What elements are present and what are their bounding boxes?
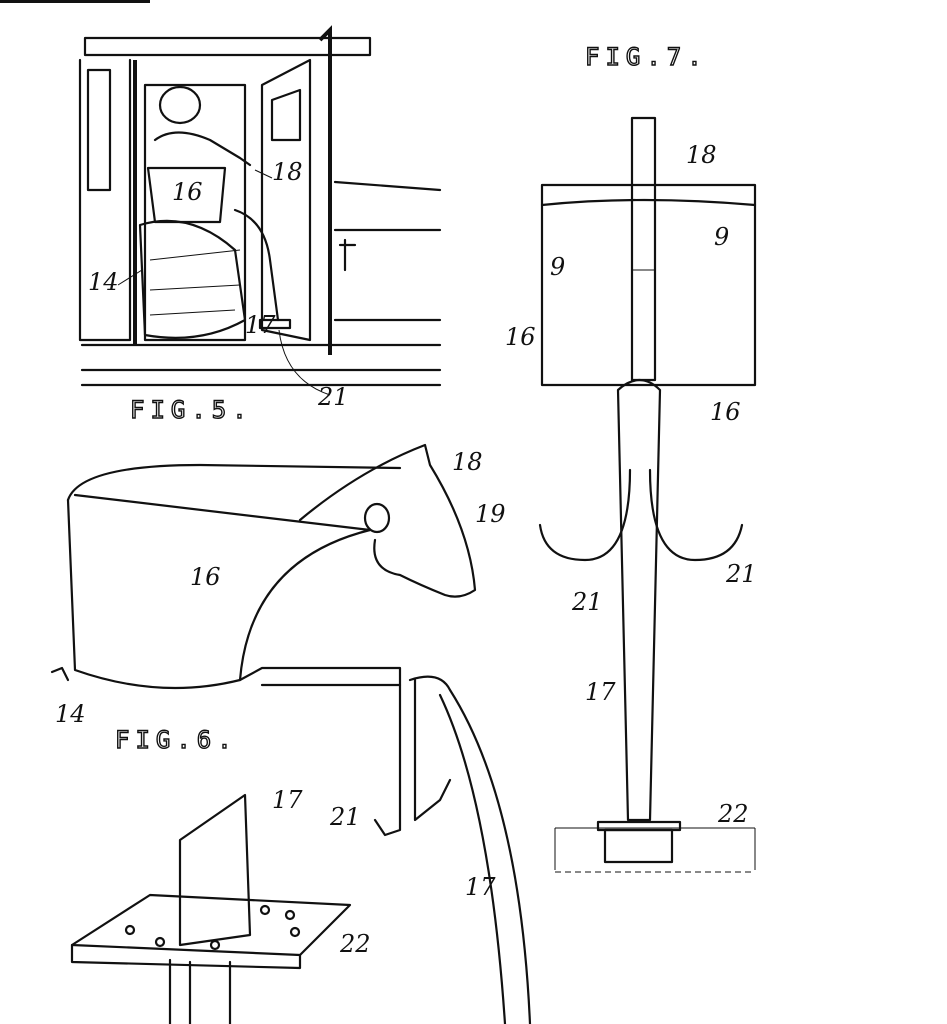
- fig7-label-16-right: 16: [710, 398, 741, 426]
- fig5-label-21: 21: [317, 383, 349, 411]
- fig5-label-17: 17: [245, 311, 276, 339]
- fig6-label-21: 21: [329, 803, 361, 831]
- fig7-label-21-right: 21: [725, 560, 757, 588]
- fig7-label-9-left: 9: [550, 253, 565, 281]
- fig7-label-17: 17: [585, 678, 616, 706]
- fig7-label-9-right: 9: [714, 223, 729, 251]
- fig6-label-16: 16: [190, 563, 221, 591]
- fig5-label-14: 14: [88, 268, 119, 296]
- fig6-label-19: 19: [475, 500, 506, 528]
- fig6-drawing: [50, 443, 532, 1024]
- fig6-label-17-strap: 17: [465, 873, 496, 901]
- fig7-label-21-left: 21: [571, 588, 603, 616]
- fig6-title: FIG.6.: [115, 726, 238, 754]
- fig5-drawing: [78, 25, 442, 396]
- fig6-label-14: 14: [55, 700, 86, 728]
- fig6-label-18: 18: [452, 448, 483, 476]
- fig7-label-18: 18: [686, 141, 717, 169]
- fig6-label-22: 22: [339, 930, 371, 958]
- fig5-title: FIG.5.: [130, 396, 253, 424]
- fig5-label-16: 16: [172, 178, 203, 206]
- fig7-label-22: 22: [717, 800, 749, 828]
- fig7-title: FIG.7.: [585, 43, 708, 71]
- fig7-drawing: [538, 116, 757, 873]
- fig7-label-16-left: 16: [505, 323, 536, 351]
- fig5-label-18: 18: [272, 158, 303, 186]
- fig6-label-17-post: 17: [272, 786, 303, 814]
